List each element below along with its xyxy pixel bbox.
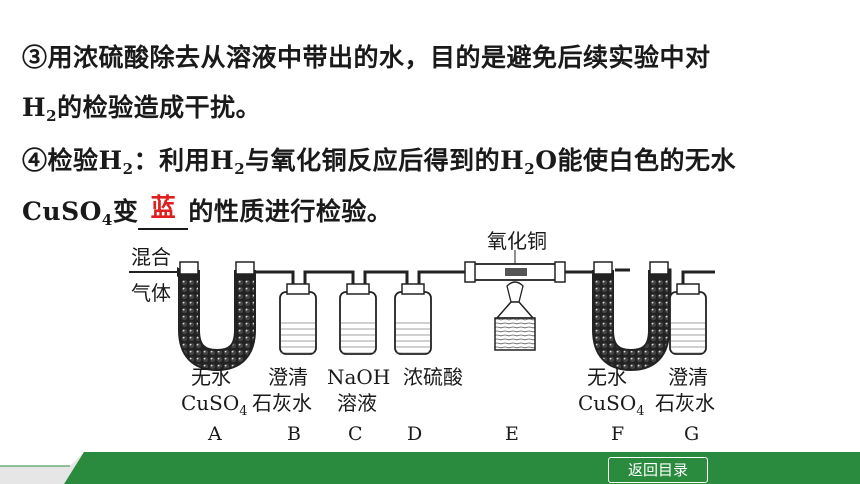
- label-f-formula: CuSO: [578, 391, 636, 415]
- label-a-1: 无水: [191, 365, 231, 389]
- line3-sub-1: 2: [122, 160, 134, 178]
- question-line-4: CuSO4变蓝的性质进行检验。: [22, 192, 392, 230]
- line3-sub-2: 2: [234, 160, 246, 178]
- label-g-1: 澄清: [668, 365, 708, 389]
- label-d: 浓硫酸: [403, 365, 463, 389]
- line1-text: ③用浓硫酸除去从溶液中带出的水，目的是避免后续实验中对: [22, 43, 711, 72]
- label-f-sub: 4: [636, 404, 644, 419]
- bottle-d: [394, 283, 432, 355]
- line3-part-a: ④检验H: [22, 146, 123, 175]
- line3-sub-3: 2: [524, 160, 536, 178]
- letter-f: F: [611, 423, 624, 445]
- apparatus-diagram: 混合 气体: [129, 230, 715, 445]
- footer-bar: [0, 452, 860, 484]
- cuso4-subscript: 4: [101, 211, 113, 229]
- question-line-3: ④检验H2：利用H2与氧化铜反应后得到的H2O能使白色的无水: [22, 141, 736, 178]
- letter-a: A: [207, 423, 222, 445]
- letter-c: C: [348, 423, 363, 445]
- line3-part-c: 与氧化铜反应后得到的H: [245, 146, 525, 175]
- label-g-2: 石灰水: [655, 391, 715, 415]
- inlet-label-1: 混合: [131, 245, 171, 269]
- copper-oxide-label: 氧化铜: [487, 230, 547, 253]
- answer-text: 蓝: [150, 193, 177, 222]
- cuso4-symbol: CuSO: [22, 197, 102, 226]
- label-b-1: 澄清: [268, 365, 308, 389]
- line4-part-c: 的性质进行检验。: [188, 197, 393, 226]
- line3-part-b: ：利用H: [133, 146, 235, 175]
- label-c-2: 溶液: [337, 391, 377, 415]
- line4-part-b: 变: [112, 197, 139, 226]
- bottle-b: [279, 283, 317, 355]
- question-line-1: ③用浓硫酸除去从溶液中带出的水，目的是避免后续实验中对: [22, 38, 711, 74]
- line3-part-d: O能使白色的无水: [535, 146, 736, 175]
- label-b-2: 石灰水: [252, 391, 312, 415]
- alcohol-lamp: [494, 281, 536, 351]
- question-line-2: H2的检验造成干扰。: [22, 88, 261, 125]
- back-to-contents-button[interactable]: 返回目录: [608, 457, 708, 483]
- combustion-tube-e: [464, 250, 566, 283]
- label-f-2: CuSO4: [578, 391, 645, 419]
- label-a-2: CuSO4: [181, 391, 248, 419]
- line2-text: 的检验造成干扰。: [57, 93, 262, 122]
- u-tube-f: [592, 261, 670, 372]
- bottle-g: [669, 283, 707, 355]
- inlet-label-2: 气体: [131, 281, 171, 305]
- label-a-sub: 4: [239, 404, 247, 419]
- h2-subscript: 2: [46, 107, 58, 125]
- letter-e: E: [505, 423, 519, 445]
- letter-d: D: [407, 423, 422, 445]
- label-f-1: 无水: [587, 365, 627, 389]
- answer-blank: 蓝: [138, 192, 189, 230]
- label-c-1: NaOH: [327, 365, 390, 389]
- u-tube-a: [178, 261, 275, 372]
- h2-symbol: H: [22, 93, 47, 122]
- bottle-c: [339, 283, 377, 355]
- label-a-formula: CuSO: [181, 391, 239, 415]
- letter-g: G: [684, 423, 699, 445]
- letter-b: B: [287, 423, 301, 445]
